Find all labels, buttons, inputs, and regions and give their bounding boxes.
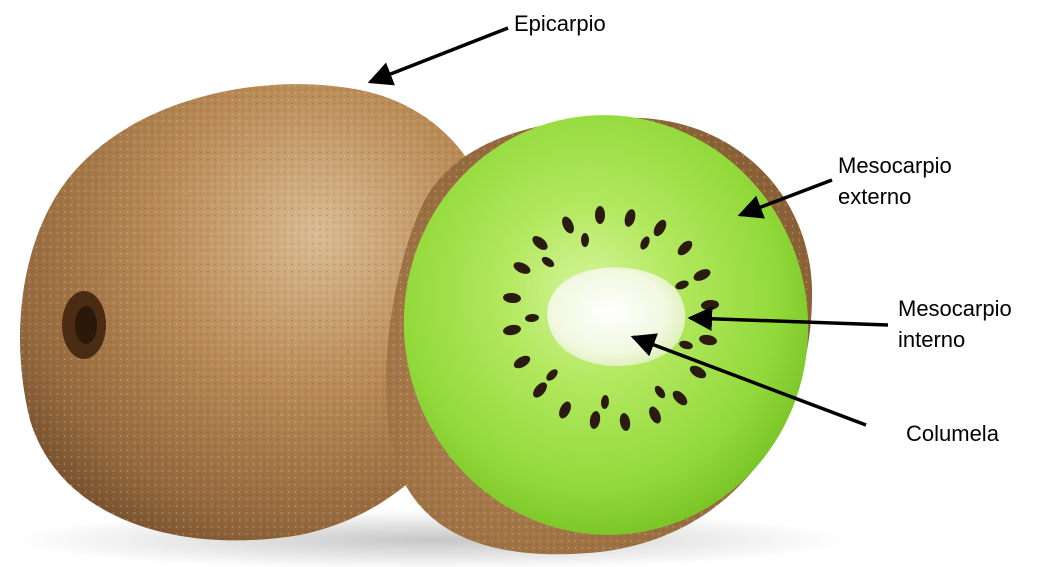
label-columela: Columela — [906, 418, 999, 449]
label-mesocarpio-interno: Mesocarpio interno — [898, 293, 1012, 355]
label-columela-text: Columela — [906, 418, 999, 449]
core — [547, 267, 685, 366]
label-epicarpio: Epicarpio — [514, 8, 606, 39]
label-epicarpio-text: Epicarpio — [514, 8, 606, 39]
label-mesocarpio-externo: Mesocarpio externo — [838, 150, 952, 212]
label-mesocarpio-interno-line2: interno — [898, 324, 1012, 355]
label-mesocarpio-interno-line1: Mesocarpio — [898, 293, 1012, 324]
arrow-epicarpio — [370, 28, 508, 82]
label-mesocarpio-externo-line1: Mesocarpio — [838, 150, 952, 181]
label-mesocarpio-externo-line2: externo — [838, 181, 952, 212]
